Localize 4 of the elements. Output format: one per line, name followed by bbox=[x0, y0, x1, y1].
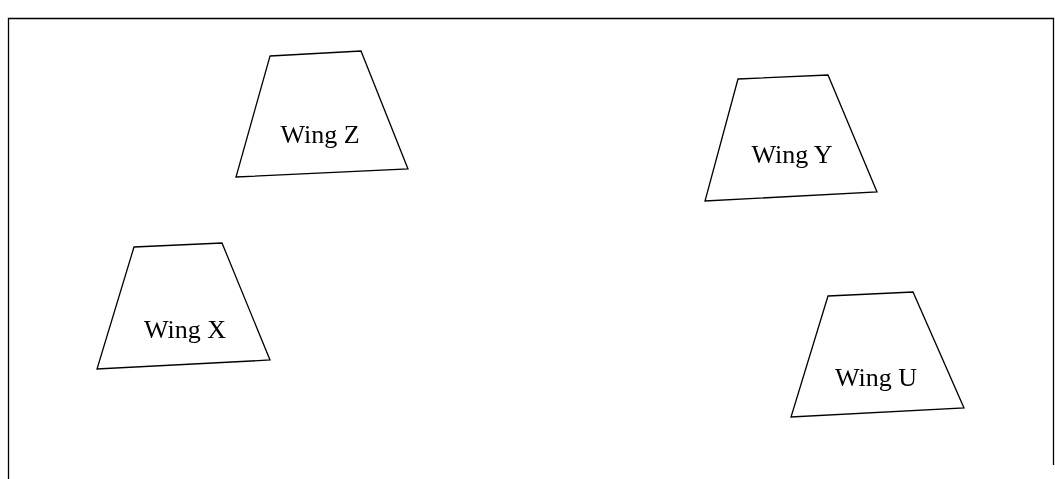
wing-label: Wing Y bbox=[751, 140, 833, 170]
wing-label: Wing U bbox=[835, 363, 917, 393]
wing-label: Wing Z bbox=[280, 120, 360, 150]
wing-label: Wing X bbox=[144, 315, 226, 345]
